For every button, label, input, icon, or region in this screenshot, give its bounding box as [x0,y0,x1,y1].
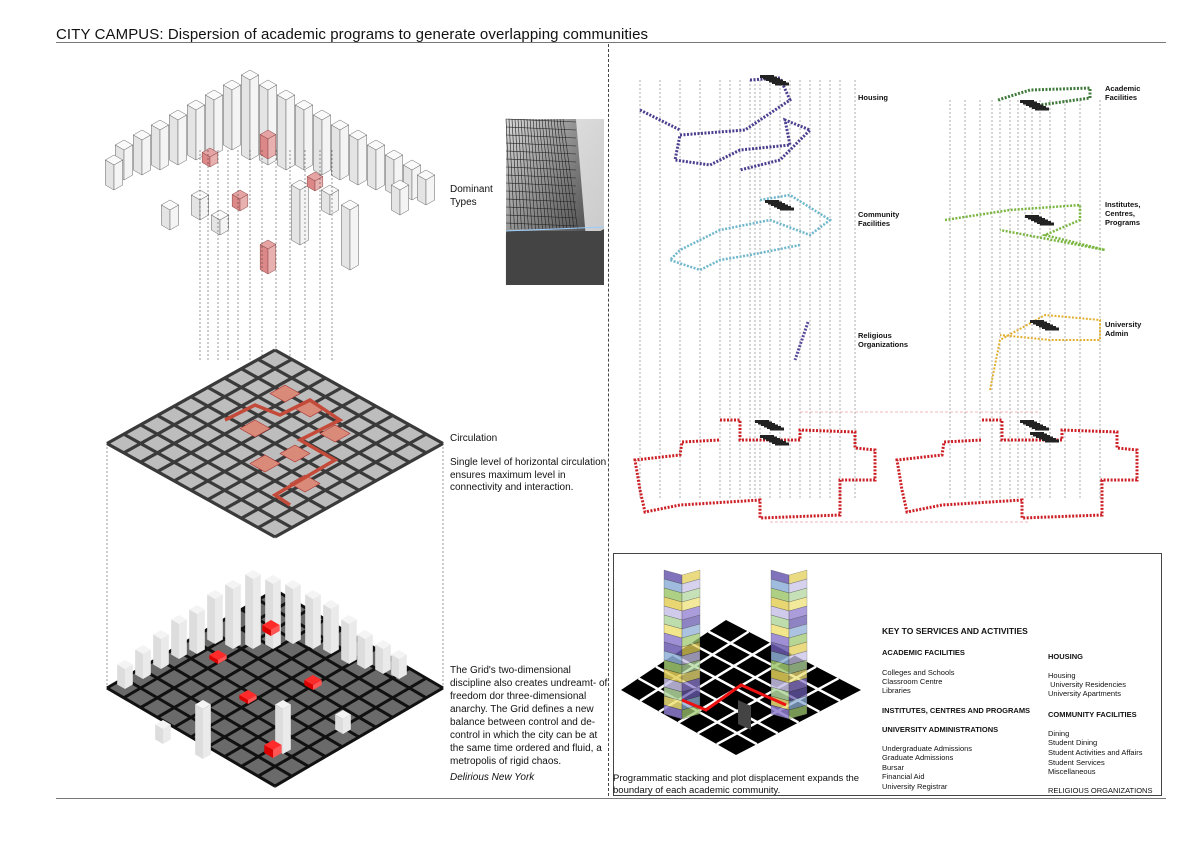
key-academic-item: Colleges and Schools [882,668,955,677]
key-housing-item: University Apartments [1048,689,1121,698]
dominant-types-diagram [104,69,436,275]
key-housing-item: Housing [1048,671,1076,680]
label-community-facilities: Community Facilities [858,210,900,228]
key-admin-item: Bursar [882,763,905,772]
label-university-admin: University Admin [1105,320,1142,338]
key-housing: HOUSING [1048,652,1084,661]
label-housing: Housing [858,93,888,102]
bottom-rule [56,798,1166,799]
key-academic-item: Classroom Centre [882,677,943,686]
grid-quote: The Grid's two-dimensional discipline al… [450,665,608,767]
connector-lines-left [199,150,333,360]
key-caption: Programmatic stacking and plot displacem… [613,773,860,796]
quote-source: Delirious New York [450,772,535,783]
stacked-towers-model [621,569,861,755]
label-religious-organizations: Religious Organizations [858,331,909,349]
key-community: COMMUNITY FACILITIES [1048,710,1137,719]
key-community-item: Student Services [1048,758,1105,767]
key-admin-item: Undergraduate Admissions [882,744,973,753]
key-heading: KEY TO SERVICES AND ACTIVITIES [882,626,1028,636]
key-administrations: UNIVERSITY ADMINISTRATIONS [882,725,999,734]
circulation-grid [106,348,444,539]
three-d-city-grid [106,570,444,788]
key-community-item: Miscellaneous [1048,767,1096,776]
top-rule [56,42,1166,43]
circulation-title: Circulation [450,433,498,444]
dominant-types-label: Dominant Types [450,184,493,208]
column-divider [608,44,609,796]
key-academic-facilities: ACADEMIC FACILITIES [882,648,965,657]
key-admin-item: Graduate Admissions [882,753,954,762]
circulation-description: Single level of horizontal circulation e… [450,457,607,493]
key-academic-item: Libraries [882,686,911,695]
key-admin-item: Financial Aid [882,772,925,781]
bracket-lines [106,443,444,690]
key-community-item: Student Activities and Affairs [1048,748,1143,757]
street-photo [505,118,605,285]
key-community-item: Student Dining [1048,738,1098,747]
label-academic-facilities: Academic Facilities [1105,84,1141,102]
key-institutes: INSTITUTES, CENTRES AND PROGRAMS [882,706,1031,715]
label-institutes: Institutes, Centres, Programs [1105,200,1141,227]
key-housing-item: University Residencies [1048,680,1126,689]
key-community-item: Dining [1048,729,1070,738]
program-network-diagram [633,75,1139,523]
key-admin-item: University Registrar [882,782,948,791]
key-box [613,553,1162,796]
key-religious: RELIGIOUS ORGANIZATIONS [1048,786,1153,795]
page-title: CITY CAMPUS: Dispersion of academic prog… [56,26,649,43]
